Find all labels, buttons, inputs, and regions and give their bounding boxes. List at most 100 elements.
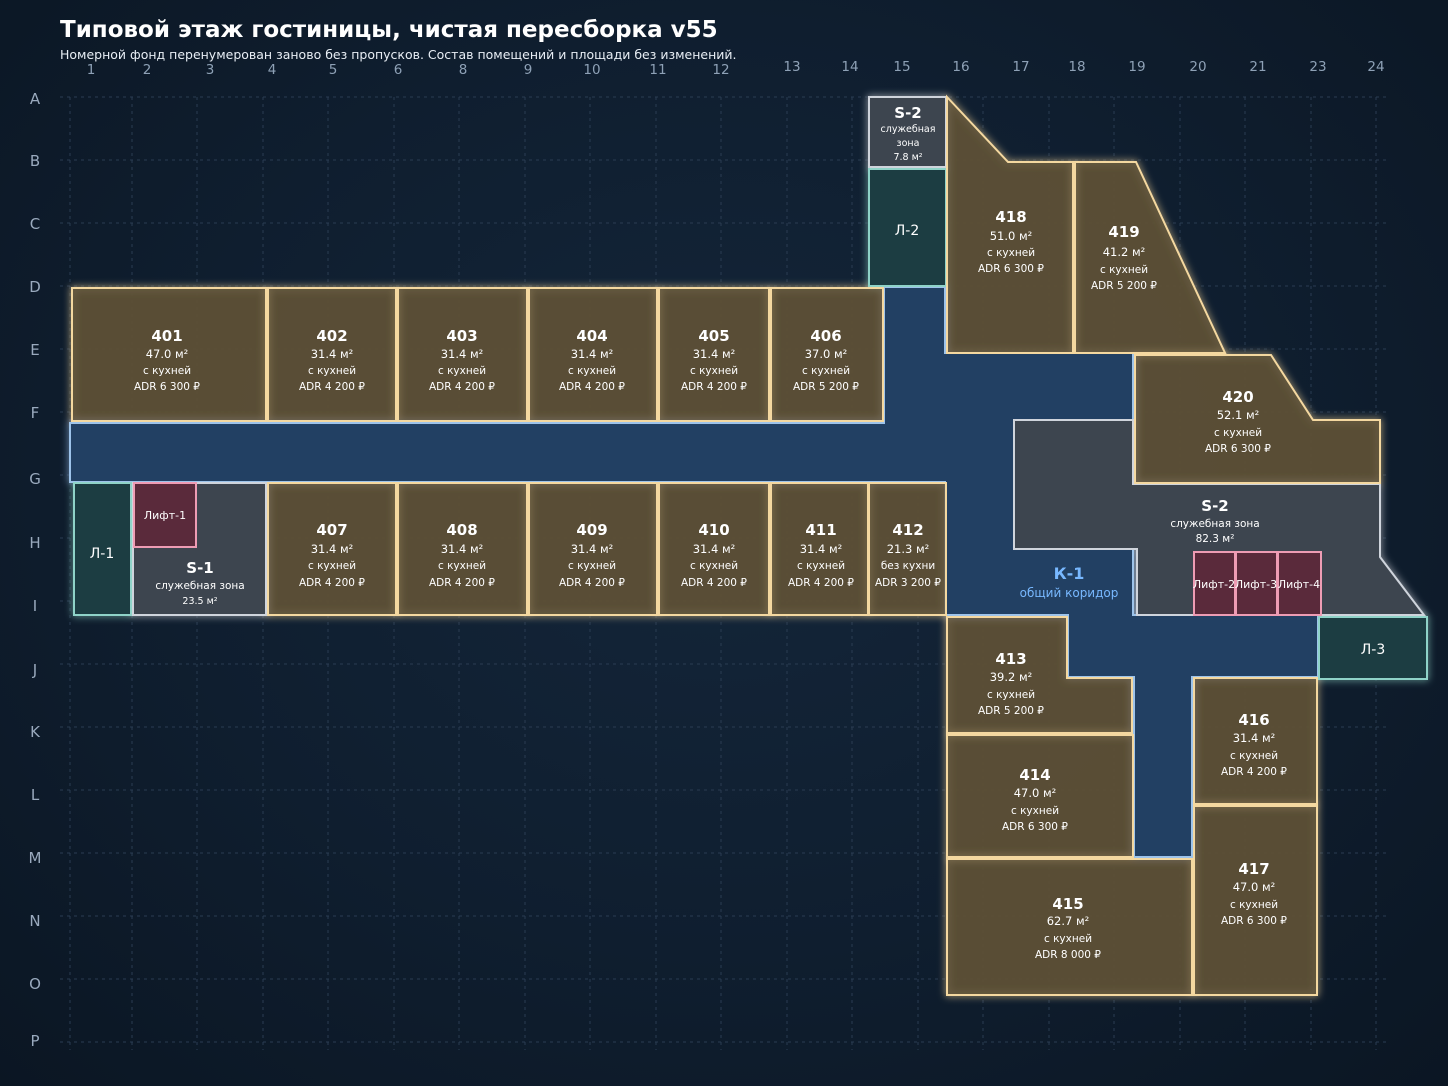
page-subtitle: Номерной фонд перенумерован заново без п…	[60, 47, 737, 62]
col-label: 8	[459, 62, 468, 78]
room-kitchen: с кухней	[568, 560, 616, 572]
room-adr: ADR 6 300 ₽	[134, 381, 200, 393]
room-area: 31.4 м²	[693, 542, 736, 556]
col-label: 23	[1309, 59, 1326, 75]
room-419[interactable]	[1074, 161, 1227, 354]
room-number: 405	[698, 327, 729, 345]
room-kitchen: с кухней	[308, 365, 356, 377]
corridor-code: К-1	[1054, 564, 1085, 583]
room-kitchen: с кухней	[690, 560, 738, 572]
room-number: 418	[995, 208, 1026, 226]
col-label: 1	[87, 62, 96, 78]
col-label: 5	[329, 62, 338, 78]
room-403[interactable]	[397, 287, 528, 422]
room-adr: ADR 5 200 ₽	[1091, 280, 1157, 292]
room-410[interactable]	[658, 482, 770, 616]
room-401[interactable]	[71, 287, 267, 422]
lift-label: Лифт-3	[1235, 578, 1277, 591]
col-label: 24	[1367, 59, 1384, 75]
room-kitchen: с кухней	[1011, 805, 1059, 817]
room-412[interactable]	[868, 482, 947, 616]
room-number: 420	[1222, 388, 1253, 406]
room-adr: ADR 4 200 ₽	[788, 577, 854, 589]
row-label: K	[30, 723, 41, 741]
col-label: 18	[1068, 59, 1085, 75]
room-area: 31.4 м²	[441, 347, 484, 361]
room-area: 21.3 м²	[887, 542, 930, 556]
room-414[interactable]	[946, 734, 1134, 858]
room-kitchen: с кухней	[1100, 264, 1148, 276]
room-adr: ADR 4 200 ₽	[299, 577, 365, 589]
col-label: 14	[841, 59, 858, 75]
room-kitchen: с кухней	[690, 365, 738, 377]
room-adr: ADR 3 200 ₽	[875, 577, 941, 589]
room-405[interactable]	[658, 287, 770, 422]
room-area: 41.2 м²	[1103, 245, 1146, 259]
room-417[interactable]	[1193, 805, 1318, 996]
row-label: G	[29, 470, 41, 488]
room-number: 406	[810, 327, 841, 345]
service-area: 23.5 м²	[182, 596, 217, 607]
row-label: L	[31, 786, 40, 804]
room-kitchen: с кухней	[308, 560, 356, 572]
service-code: S-2	[894, 104, 921, 122]
room-415[interactable]	[946, 858, 1193, 996]
lift-label: Лифт-4	[1278, 578, 1320, 591]
room-kitchen: с кухней	[568, 365, 616, 377]
page-title: Типовой этаж гостиницы, чистая пересборк…	[60, 17, 718, 43]
room-number: 411	[805, 521, 836, 539]
lift-1	[133, 482, 197, 548]
room-kitchen: с кухней	[1044, 933, 1092, 945]
row-label: M	[29, 849, 42, 867]
room-adr: ADR 4 200 ₽	[681, 577, 747, 589]
stair-l3	[1318, 616, 1428, 680]
room-area: 37.0 м²	[805, 347, 848, 361]
col-label: 2	[143, 62, 152, 78]
row-label: A	[30, 90, 41, 108]
room-409[interactable]	[528, 482, 658, 616]
room-adr: ADR 6 300 ₽	[1002, 821, 1068, 833]
room-area: 31.4 м²	[1233, 731, 1276, 745]
room-420[interactable]	[1134, 354, 1381, 484]
room-number: 409	[576, 521, 607, 539]
room-404[interactable]	[528, 287, 658, 422]
room-402[interactable]	[267, 287, 397, 422]
room-411[interactable]	[770, 482, 869, 616]
col-label: 9	[524, 62, 533, 78]
service-desc: зона	[897, 138, 920, 149]
corridor-desc: общий коридор	[1020, 586, 1119, 600]
room-number: 402	[316, 327, 347, 345]
room-418[interactable]	[946, 94, 1074, 354]
room-407[interactable]	[267, 482, 397, 616]
room-kitchen: с кухней	[987, 247, 1035, 259]
room-number: 403	[446, 327, 477, 345]
room-number: 417	[1238, 860, 1269, 878]
room-number: 419	[1108, 223, 1139, 241]
service-area: 82.3 м²	[1196, 533, 1235, 545]
room-adr: ADR 8 000 ₽	[1035, 949, 1101, 961]
stair-label: Л-2	[895, 223, 920, 239]
room-kitchen: с кухней	[143, 365, 191, 377]
stair-l1	[73, 482, 132, 616]
col-label: 17	[1012, 59, 1029, 75]
room-adr: ADR 4 200 ₽	[681, 381, 747, 393]
row-label: P	[30, 1032, 39, 1050]
room-416[interactable]	[1193, 677, 1318, 805]
room-406[interactable]	[770, 287, 884, 422]
room-area: 47.0 м²	[1014, 786, 1057, 800]
row-label: C	[30, 215, 40, 233]
room-area: 47.0 м²	[1233, 880, 1276, 894]
room-number: 401	[151, 327, 182, 345]
room-area: 52.1 м²	[1217, 408, 1260, 422]
room-labels: 401 47.0 м² с кухней ADR 6 300 ₽ 402 31.…	[134, 208, 1287, 961]
room-kitchen: с кухней	[1230, 750, 1278, 762]
row-label: O	[29, 975, 41, 993]
room-adr: ADR 4 200 ₽	[429, 577, 495, 589]
room-kitchen: с кухней	[1214, 427, 1262, 439]
col-label: 21	[1249, 59, 1266, 75]
room-kitchen: с кухней	[802, 365, 850, 377]
room-408[interactable]	[397, 482, 528, 616]
room-413[interactable]	[946, 616, 1133, 734]
col-label: 10	[583, 62, 600, 78]
